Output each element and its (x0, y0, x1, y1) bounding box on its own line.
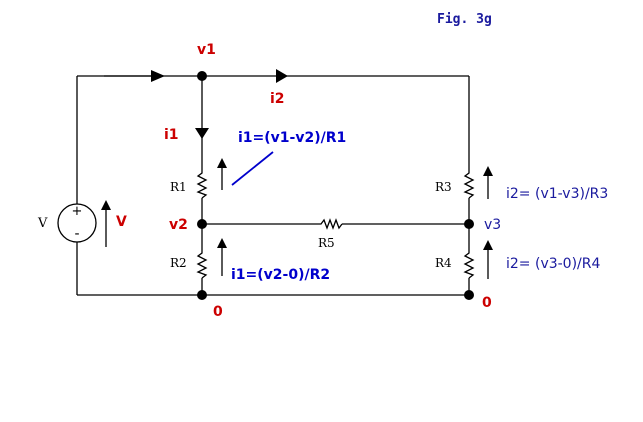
i2-arrow-head (276, 69, 288, 83)
source-plus-sign: + (72, 204, 83, 219)
equation-r3: i2= (v1-v3)/R3 (506, 186, 608, 202)
node-v3-dot (464, 219, 474, 229)
r3-voltage-arrow-head (483, 166, 493, 176)
resistor-r3 (463, 170, 475, 199)
i1-arrow-head (195, 128, 209, 139)
resistor-r4 (463, 250, 475, 279)
node-v2-label: v2 (169, 217, 188, 233)
voltage-source: + - (57, 203, 97, 243)
equation-r4: i2= (v3-0)/R4 (506, 256, 600, 272)
equation-r2: i1=(v2-0)/R2 (231, 267, 330, 283)
source-minus-sign: - (74, 226, 79, 242)
source-circle (57, 203, 97, 243)
resistor-r4-label: R4 (435, 256, 452, 270)
source-current-arrow-head (151, 70, 165, 82)
node-v3-label: v3 (484, 217, 501, 233)
resistor-r2 (196, 250, 208, 279)
resistor-r2-label: R2 (170, 256, 187, 270)
r2-voltage-arrow-head (217, 238, 227, 248)
equation-r1: i1=(v1-v2)/R1 (238, 130, 346, 146)
r1-equation-pointer (231, 151, 274, 186)
i2-label: i2 (270, 91, 285, 107)
source-voltage-arrow-head (101, 200, 111, 210)
resistor-r3-label: R3 (435, 180, 452, 194)
node-ground-left-label: 0 (213, 304, 223, 320)
node-ground-right-dot (464, 290, 474, 300)
node-v1-dot (197, 71, 207, 81)
r4-voltage-arrow-head (483, 240, 493, 250)
i1-label: i1 (164, 127, 179, 143)
figure-title: Fig. 3g (437, 12, 492, 27)
wires (76, 75, 470, 296)
resistor-r1 (196, 170, 208, 199)
node-v2-dot (197, 219, 207, 229)
resistor-r1-label: R1 (170, 180, 187, 194)
resistor-r5 (318, 218, 343, 230)
node-v1-label: v1 (197, 42, 216, 58)
node-ground-right-label: 0 (482, 295, 492, 311)
r1-voltage-arrow-head (217, 158, 227, 168)
resistor-r5-label: R5 (318, 236, 335, 250)
source-voltage-label: V (116, 214, 127, 230)
node-ground-left-dot (197, 290, 207, 300)
source-name-label: V (37, 216, 48, 231)
